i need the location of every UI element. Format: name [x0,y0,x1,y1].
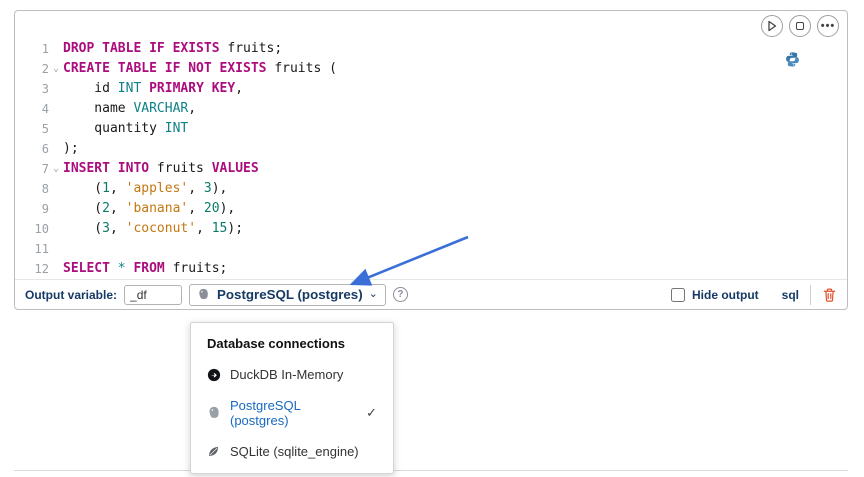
fold-gutter-spacer [49,79,63,99]
code-text: INSERT INTO fruits VALUES [63,161,259,176]
menu-item-duckdb[interactable]: DuckDB In-Memory [191,359,393,390]
code-text: ); [63,141,79,156]
code-text: (3, 'coconut', 15); [63,221,244,236]
line-number: 7 [41,162,49,176]
delete-cell-button[interactable] [822,287,837,303]
output-variable-label: Output variable: [25,287,118,302]
interrupt-button[interactable] [789,15,811,37]
code-line[interactable]: 3 id INT PRIMARY KEY, [15,79,787,99]
fold-gutter-spacer [49,259,63,279]
code-line[interactable]: 5 quantity INT [15,119,787,139]
fold-gutter-spacer [49,239,63,259]
code-text: (1, 'apples', 3), [63,181,228,196]
line-number: 1 [41,42,49,56]
postgresql-elephant-icon [197,288,211,302]
stop-icon [796,22,804,30]
menu-item-postgresql[interactable]: PostgreSQL (postgres) ✓ [191,390,393,436]
more-options-button[interactable]: ••• [817,15,839,37]
menu-item-label: PostgreSQL (postgres) [230,398,301,428]
line-number: 12 [34,262,49,276]
line-number: 6 [41,142,49,156]
line-number: 4 [41,102,49,116]
fold-gutter-spacer [49,39,63,59]
cell-footer: Output variable: PostgreSQL (postgres) ⌄… [15,279,847,309]
python-icon [784,51,801,68]
code-text: SELECT * FROM fruits; [63,261,228,276]
line-number: 10 [34,222,49,236]
code-text: DROP TABLE IF EXISTS fruits; [63,41,283,56]
menu-item-sqlite[interactable]: SQLite (sqlite_engine) [191,436,393,467]
chevron-down-icon: ⌄ [368,288,378,300]
code-line[interactable]: 4 name VARCHAR, [15,99,787,119]
code-line[interactable]: 11 [15,239,787,259]
menu-item-label: SQLite (sqlite_engine) [230,444,359,459]
code-line[interactable]: 1 DROP TABLE IF EXISTS fruits; [15,39,787,59]
code-line[interactable]: 9 (2, 'banana', 20), [15,199,787,219]
fold-gutter-spacer [49,99,63,119]
fold-gutter-spacer [49,119,63,139]
line-number: 8 [41,182,49,196]
page-bottom-divider [14,470,848,471]
fold-chevron-icon[interactable]: ⌄ [52,163,60,174]
code-text: id INT PRIMARY KEY, [63,81,244,96]
code-line[interactable]: 6); [15,139,787,159]
check-icon: ✓ [366,405,377,420]
code-text: CREATE TABLE IF NOT EXISTS fruits ( [63,61,337,76]
duckdb-icon [207,368,221,382]
footer-divider [810,284,811,305]
code-text: (2, 'banana', 20), [63,201,236,216]
code-text: quantity INT [63,121,189,136]
sqlite-icon [207,445,221,459]
code-line[interactable]: 2⌄CREATE TABLE IF NOT EXISTS fruits ( [15,59,787,79]
fold-gutter-spacer [49,199,63,219]
code-text: name VARCHAR, [63,101,197,116]
hide-output-checkbox[interactable] [671,287,685,302]
menu-item-label: DuckDB In-Memory [230,367,344,382]
fold-gutter-spacer [49,219,63,239]
menu-header: Database connections [207,336,345,351]
line-number: 5 [41,122,49,136]
code-line[interactable]: 12 SELECT * FROM fruits; [15,259,787,279]
ellipsis-icon: ••• [820,19,836,32]
run-button[interactable] [761,15,783,37]
output-variable-input[interactable] [124,284,183,305]
fold-gutter-spacer [49,139,63,159]
database-connection-dropdown[interactable]: PostgreSQL (postgres) ⌄ [189,283,386,306]
cell-toolbar: ••• [761,15,839,37]
trash-icon [822,287,837,303]
line-number: 3 [41,82,49,96]
help-icon[interactable]: ? [392,287,408,302]
play-icon [767,20,777,32]
database-connections-menu: Database connections DuckDB In-Memory Po… [190,322,394,474]
line-number: 11 [34,242,49,256]
hide-output-label: Hide output [692,287,759,302]
code-line[interactable]: 7⌄INSERT INTO fruits VALUES [15,159,787,179]
line-number: 2 [41,62,49,76]
fold-gutter-spacer [49,179,63,199]
code-line[interactable]: 10 (3, 'coconut', 15); [15,219,787,239]
truncated-sql-label: sql [781,287,799,302]
connection-label: PostgreSQL (postgres) [217,287,363,302]
fold-chevron-icon[interactable]: ⌄ [52,63,60,74]
postgresql-elephant-icon [207,406,221,420]
line-number: 9 [41,202,49,216]
code-line[interactable]: 8 (1, 'apples', 3), [15,179,787,199]
